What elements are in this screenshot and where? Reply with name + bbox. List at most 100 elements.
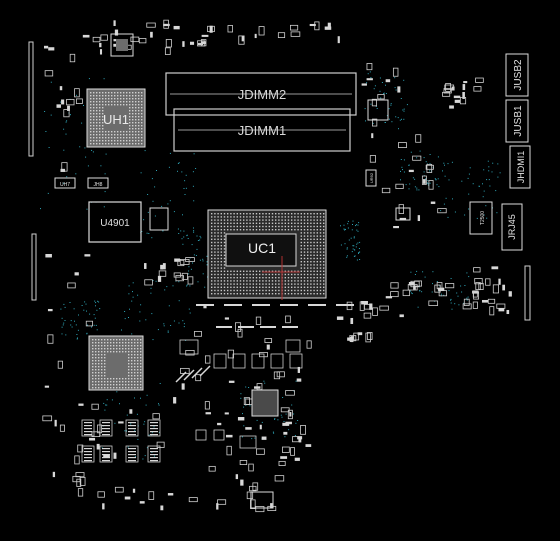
small-chip-near-u4901[interactable] [149, 207, 169, 231]
bga-ball [236, 280, 238, 282]
passive-outline [473, 267, 481, 273]
passive-pad [324, 26, 332, 30]
bga-ball [132, 113, 134, 115]
bga-ball [137, 378, 139, 380]
passive-pad [481, 299, 489, 303]
via [358, 222, 360, 224]
bga-ball [120, 140, 122, 142]
jrj45-port[interactable]: JRJ45 [501, 203, 523, 251]
via [153, 455, 155, 457]
ur92-chip[interactable]: UR92 [365, 169, 377, 187]
left-edge-connector-top [28, 41, 34, 157]
bga-ball [105, 134, 107, 136]
via [354, 255, 356, 257]
bga-ball [134, 342, 136, 344]
passive-components [42, 19, 512, 513]
via [128, 317, 129, 318]
u4901-chip[interactable]: U4901 [88, 201, 142, 243]
bga-ball [287, 289, 290, 292]
bga-ball [102, 110, 104, 112]
bga-ball [140, 387, 142, 389]
bga-ball [102, 140, 104, 142]
bga-ball [275, 219, 277, 221]
via [240, 397, 242, 399]
bga-ball [243, 219, 245, 221]
bga-ball [227, 273, 229, 276]
jusb1-port[interactable]: JUSB1 [505, 99, 529, 143]
via [464, 214, 466, 216]
jhdmi1-port[interactable]: JHDMI1 [509, 145, 531, 189]
bga-ball [259, 219, 261, 221]
bga-ball [129, 113, 131, 115]
passive-outline [74, 455, 80, 465]
bga-ball [111, 143, 113, 145]
ic-right-of-dimm[interactable] [367, 99, 389, 121]
bga-ball [319, 254, 322, 256]
bga-ball [111, 101, 113, 103]
bga-ball [117, 98, 119, 100]
bga-ball [113, 345, 115, 347]
passive-outline [100, 34, 108, 41]
bga-ball [278, 289, 280, 292]
via [63, 128, 65, 130]
bga-ball [316, 283, 318, 285]
bga-ball [108, 95, 110, 97]
bga-ball [134, 348, 136, 350]
bga-ball [291, 286, 293, 288]
gpu-bga-chip[interactable] [88, 335, 144, 391]
uc1-cpu[interactable]: UC1 [207, 209, 327, 300]
bga-ball [211, 225, 213, 228]
bga-ball [137, 354, 139, 356]
bga-ball [132, 116, 134, 118]
jh8-connector[interactable]: JH8 [87, 177, 109, 189]
bga-ball [99, 116, 101, 118]
bga-ball [95, 372, 97, 374]
bga-ball [138, 113, 140, 115]
jdimm1-slot[interactable]: JDIMM1 [173, 108, 351, 152]
via [461, 291, 463, 293]
via [251, 438, 253, 440]
dram-pin [150, 431, 158, 433]
passive-pad [217, 422, 222, 426]
ic-bottom-small[interactable] [250, 491, 274, 509]
via [442, 170, 443, 172]
via [436, 184, 438, 186]
jdimm2-slot[interactable]: JDIMM2 [165, 72, 357, 116]
power-ic-bottom[interactable] [251, 389, 279, 417]
bga-ball [117, 95, 119, 97]
via [461, 180, 463, 182]
passive-outline [290, 24, 299, 31]
via [75, 324, 77, 326]
bga-ball [129, 140, 131, 142]
ic-bottom-right[interactable] [395, 207, 411, 221]
via [78, 314, 79, 316]
passive-outline [436, 282, 443, 290]
bga-ball [105, 101, 107, 103]
top-left-ic[interactable] [110, 33, 134, 57]
jusb2-port[interactable]: JUSB2 [505, 53, 529, 97]
bga-ball [114, 137, 116, 139]
t2500-transformer[interactable]: T2500 [469, 201, 493, 235]
via [431, 291, 433, 293]
bga-ball [297, 273, 299, 276]
passive-pad [254, 33, 257, 39]
bga-ball [104, 381, 106, 383]
passive-outline [426, 163, 433, 173]
via [147, 211, 149, 213]
bga-ball [134, 339, 136, 341]
bga-ball [125, 339, 127, 341]
bga-ball [138, 125, 140, 127]
bga-ball [316, 229, 318, 231]
uh1-chip[interactable]: UH1 [86, 88, 146, 148]
bga-ball [122, 351, 124, 353]
passive-outline [414, 280, 422, 287]
passive-outline [398, 204, 404, 214]
bga-ball [211, 286, 213, 288]
uh7-chip[interactable]: UH7 [54, 177, 76, 189]
bga-ball [217, 222, 219, 224]
passive-outline [237, 328, 243, 338]
bga-ball [310, 254, 312, 256]
via [63, 182, 65, 184]
via [183, 236, 185, 238]
via [177, 170, 178, 172]
